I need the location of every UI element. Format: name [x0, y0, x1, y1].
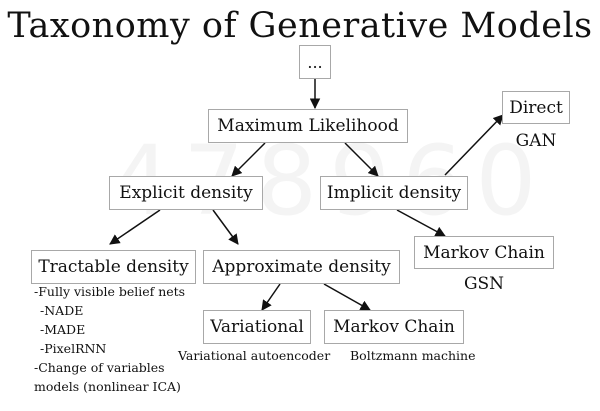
markov-chain-approx-label: Markov Chain — [333, 317, 455, 337]
root-node: ... — [299, 45, 331, 79]
tractable-examples-list: -Fully visible belief nets -NADE -MADE -… — [34, 282, 185, 396]
root-node-label: ... — [307, 52, 323, 72]
variational-autoencoder-caption: Variational autoencoder — [178, 348, 331, 363]
boltzmann-machine-caption: Boltzmann machine — [350, 348, 476, 363]
direct-label: Direct — [509, 97, 563, 118]
variational-node: Variational — [203, 310, 311, 344]
list-item: -Fully visible belief nets — [34, 284, 186, 299]
edge-implicit-to-markov — [396, 209, 446, 237]
diagram-title: Taxonomy of Generative Models — [7, 6, 593, 46]
tractable-density-label: Tractable density — [38, 257, 189, 277]
gan-caption: GAN — [515, 131, 557, 151]
explicit-density-label: Explicit density — [119, 183, 253, 203]
explicit-density-node: Explicit density — [109, 176, 263, 210]
implicit-density-label: Implicit density — [326, 183, 462, 203]
variational-label: Variational — [210, 317, 304, 337]
markov-chain-implicit-node: Markov Chain — [414, 236, 554, 269]
direct-node: Direct — [502, 91, 570, 124]
approximate-density-label: Approximate density — [212, 257, 391, 277]
edge-approx-to-markov — [323, 283, 371, 311]
approximate-density-node: Approximate density — [203, 250, 400, 284]
markov-chain-approx-node: Markov Chain — [324, 310, 464, 344]
edge-ml-to-implicit — [344, 142, 379, 177]
edge-approx-to-variational — [261, 283, 281, 311]
edge-explicit-to-approximate — [212, 209, 239, 245]
implicit-density-node: Implicit density — [320, 176, 468, 210]
list-item: -MADE — [40, 322, 86, 337]
tractable-density-node: Tractable density — [31, 250, 196, 284]
list-item: -NADE — [40, 303, 84, 318]
maximum-likelihood-node: Maximum Likelihood — [208, 109, 408, 143]
maximum-likelihood-label: Maximum Likelihood — [217, 116, 399, 136]
markov-chain-implicit-label: Markov Chain — [423, 242, 545, 263]
edge-explicit-to-tractable — [109, 209, 161, 245]
edge-implicit-to-direct — [444, 114, 504, 176]
gsn-caption: GSN — [463, 274, 505, 294]
edge-ml-to-explicit — [231, 142, 266, 177]
list-item: -Change of variables — [34, 360, 165, 375]
list-item: -PixelRNN — [40, 341, 107, 356]
list-item: models (nonlinear ICA) — [34, 379, 181, 394]
